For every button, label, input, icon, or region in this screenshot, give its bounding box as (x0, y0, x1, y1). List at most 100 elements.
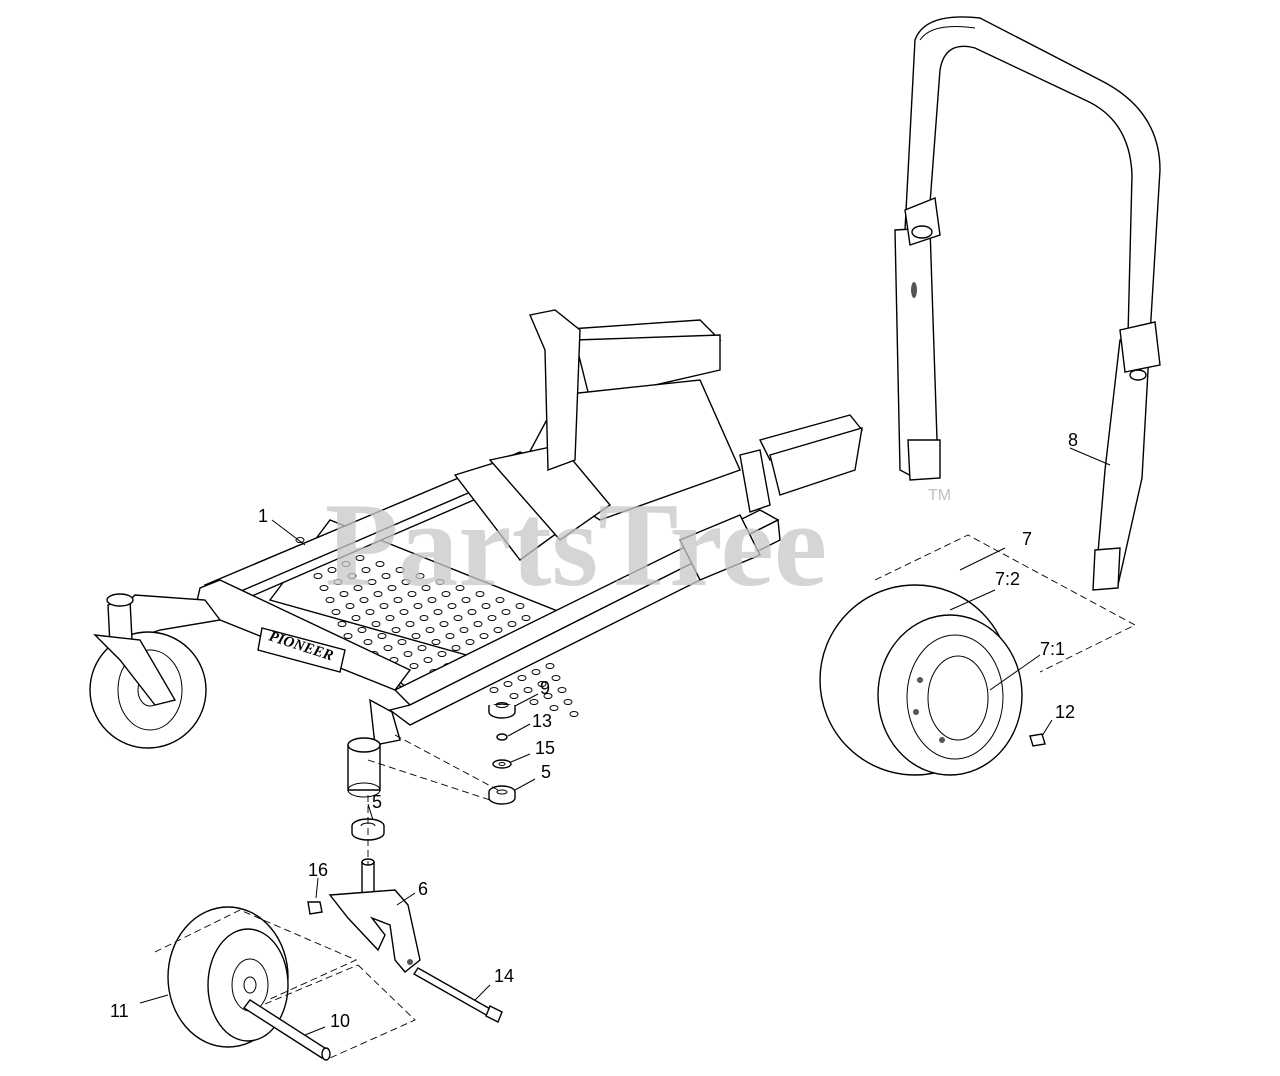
floor-hole (357, 627, 367, 633)
floor-hole (481, 603, 491, 609)
floor-hole (423, 657, 433, 663)
floor-hole (403, 651, 413, 657)
floor-hole (409, 663, 419, 669)
floor-hole (437, 651, 447, 657)
main-frame: PIONEER (119, 309, 864, 746)
floor-hole (417, 645, 427, 651)
floor-hole (455, 585, 465, 591)
floor-hole (361, 567, 371, 573)
floor-hole (339, 591, 349, 597)
floor-hole (379, 603, 389, 609)
floor-hole (545, 663, 555, 669)
callout-14: 14 (494, 966, 514, 986)
floor-hole (493, 627, 503, 633)
watermark: PartsTree (325, 478, 827, 611)
floor-hole (421, 585, 431, 591)
callout-8: 8 (1068, 430, 1078, 450)
floor-hole (543, 693, 553, 699)
floor-hole (557, 687, 567, 693)
floor-hole (425, 627, 435, 633)
washer-15 (492, 759, 512, 769)
floor-hole (537, 681, 547, 687)
floor-hole (517, 675, 527, 681)
floor-hole (419, 615, 429, 621)
floor-hole (503, 681, 513, 687)
assembly-dash-lines (154, 534, 1136, 1059)
caster-yoke (328, 858, 421, 973)
floor-hole (327, 567, 337, 573)
floor-hole (413, 603, 423, 609)
floor-hole (431, 639, 441, 645)
axle-spacer-10 (242, 999, 331, 1061)
floor-hole (407, 591, 417, 597)
floor-hole (523, 687, 533, 693)
floor-hole (459, 627, 469, 633)
floor-hole (377, 633, 387, 639)
floor-hole (501, 609, 511, 615)
roll-bar-8 (894, 16, 1161, 591)
callout-16: 16 (308, 860, 328, 880)
floor-hole (337, 621, 347, 627)
floor-hole (351, 615, 361, 621)
floor-hole (563, 699, 573, 705)
floor-hole (415, 573, 425, 579)
floor-hole (435, 579, 445, 585)
floor-hole (475, 591, 485, 597)
floor-hole (387, 585, 397, 591)
floor-hole (375, 561, 385, 567)
bearing-5-upper (488, 785, 516, 805)
floor-hole (367, 579, 377, 585)
floor-hole (515, 603, 525, 609)
floor-hole (295, 537, 305, 543)
callout-5b: 5 (541, 762, 551, 782)
floor-hole (359, 597, 369, 603)
floor-hole (427, 597, 437, 603)
floor-hole (395, 567, 405, 573)
floor-hole (345, 603, 355, 609)
leader-lines (139, 447, 1111, 1036)
floor-hole (549, 705, 559, 711)
callout-15: 15 (535, 738, 555, 758)
spacer-13 (496, 733, 508, 741)
floor-hole (355, 555, 365, 561)
floor-hole (393, 597, 403, 603)
front-caster-wheel-11 (167, 906, 289, 1048)
floor-hole (451, 645, 461, 651)
floor-hole (371, 621, 381, 627)
floor-hole (385, 615, 395, 621)
floor-hole (363, 639, 373, 645)
floor-hole (531, 669, 541, 675)
callout-labels: 1 5 5 6 7 7:2 7:1 8 9 10 11 12 13 14 15 … (110, 430, 1078, 1031)
floor-hole (461, 597, 471, 603)
floor-hole (465, 639, 475, 645)
callout-9: 9 (540, 678, 550, 698)
floor-hole (313, 573, 323, 579)
floor-hole (447, 603, 457, 609)
callout-5a: 5 (372, 792, 382, 812)
nut-16 (307, 901, 323, 915)
floor-hole (439, 621, 449, 627)
floor-hole (381, 573, 391, 579)
floor-hole (569, 711, 579, 717)
floor-hole (341, 561, 351, 567)
callout-12: 12 (1055, 702, 1075, 722)
floor-hole (353, 585, 363, 591)
floor-hole (331, 609, 341, 615)
watermark-trademark: TM (928, 487, 951, 504)
floor-hole (347, 573, 357, 579)
floor-hole (521, 615, 531, 621)
floor-hole (319, 585, 329, 591)
callout-1: 1 (258, 506, 268, 526)
floor-hole (411, 633, 421, 639)
floor-hole (453, 615, 463, 621)
floor-hole (551, 675, 561, 681)
floor-hole (405, 621, 415, 627)
floor-hole (489, 687, 499, 693)
floor-hole (445, 633, 455, 639)
floor-hole (495, 597, 505, 603)
rear-drive-wheel-7 (819, 584, 1023, 776)
left-front-caster-wheel (89, 593, 207, 749)
floor-hole (529, 699, 539, 705)
floor-hole (325, 597, 335, 603)
